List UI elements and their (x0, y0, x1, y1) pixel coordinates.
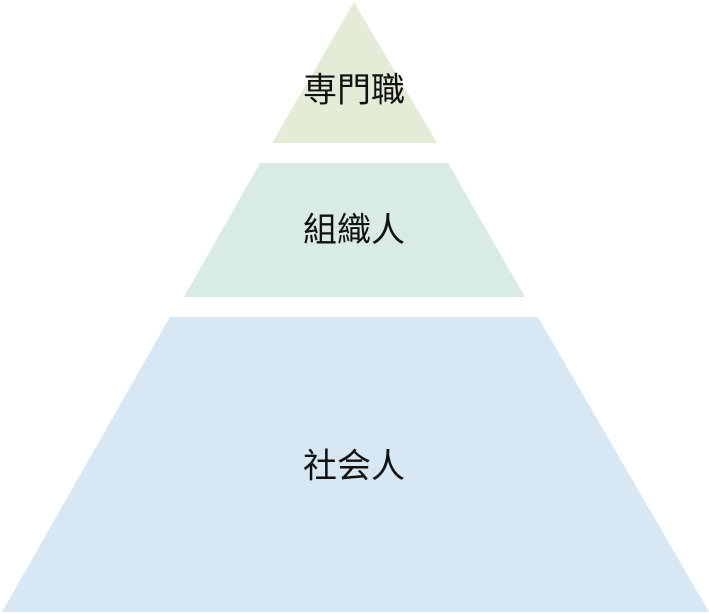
tier-bottom-label: 社会人 (303, 447, 405, 487)
tier-top-shape (272, 2, 437, 143)
tier-middle-shape (184, 163, 525, 297)
tier-top-label: 専門職 (303, 71, 405, 111)
tier-middle-label: 組織人 (303, 211, 405, 251)
tier-bottom-shape (2, 317, 709, 612)
